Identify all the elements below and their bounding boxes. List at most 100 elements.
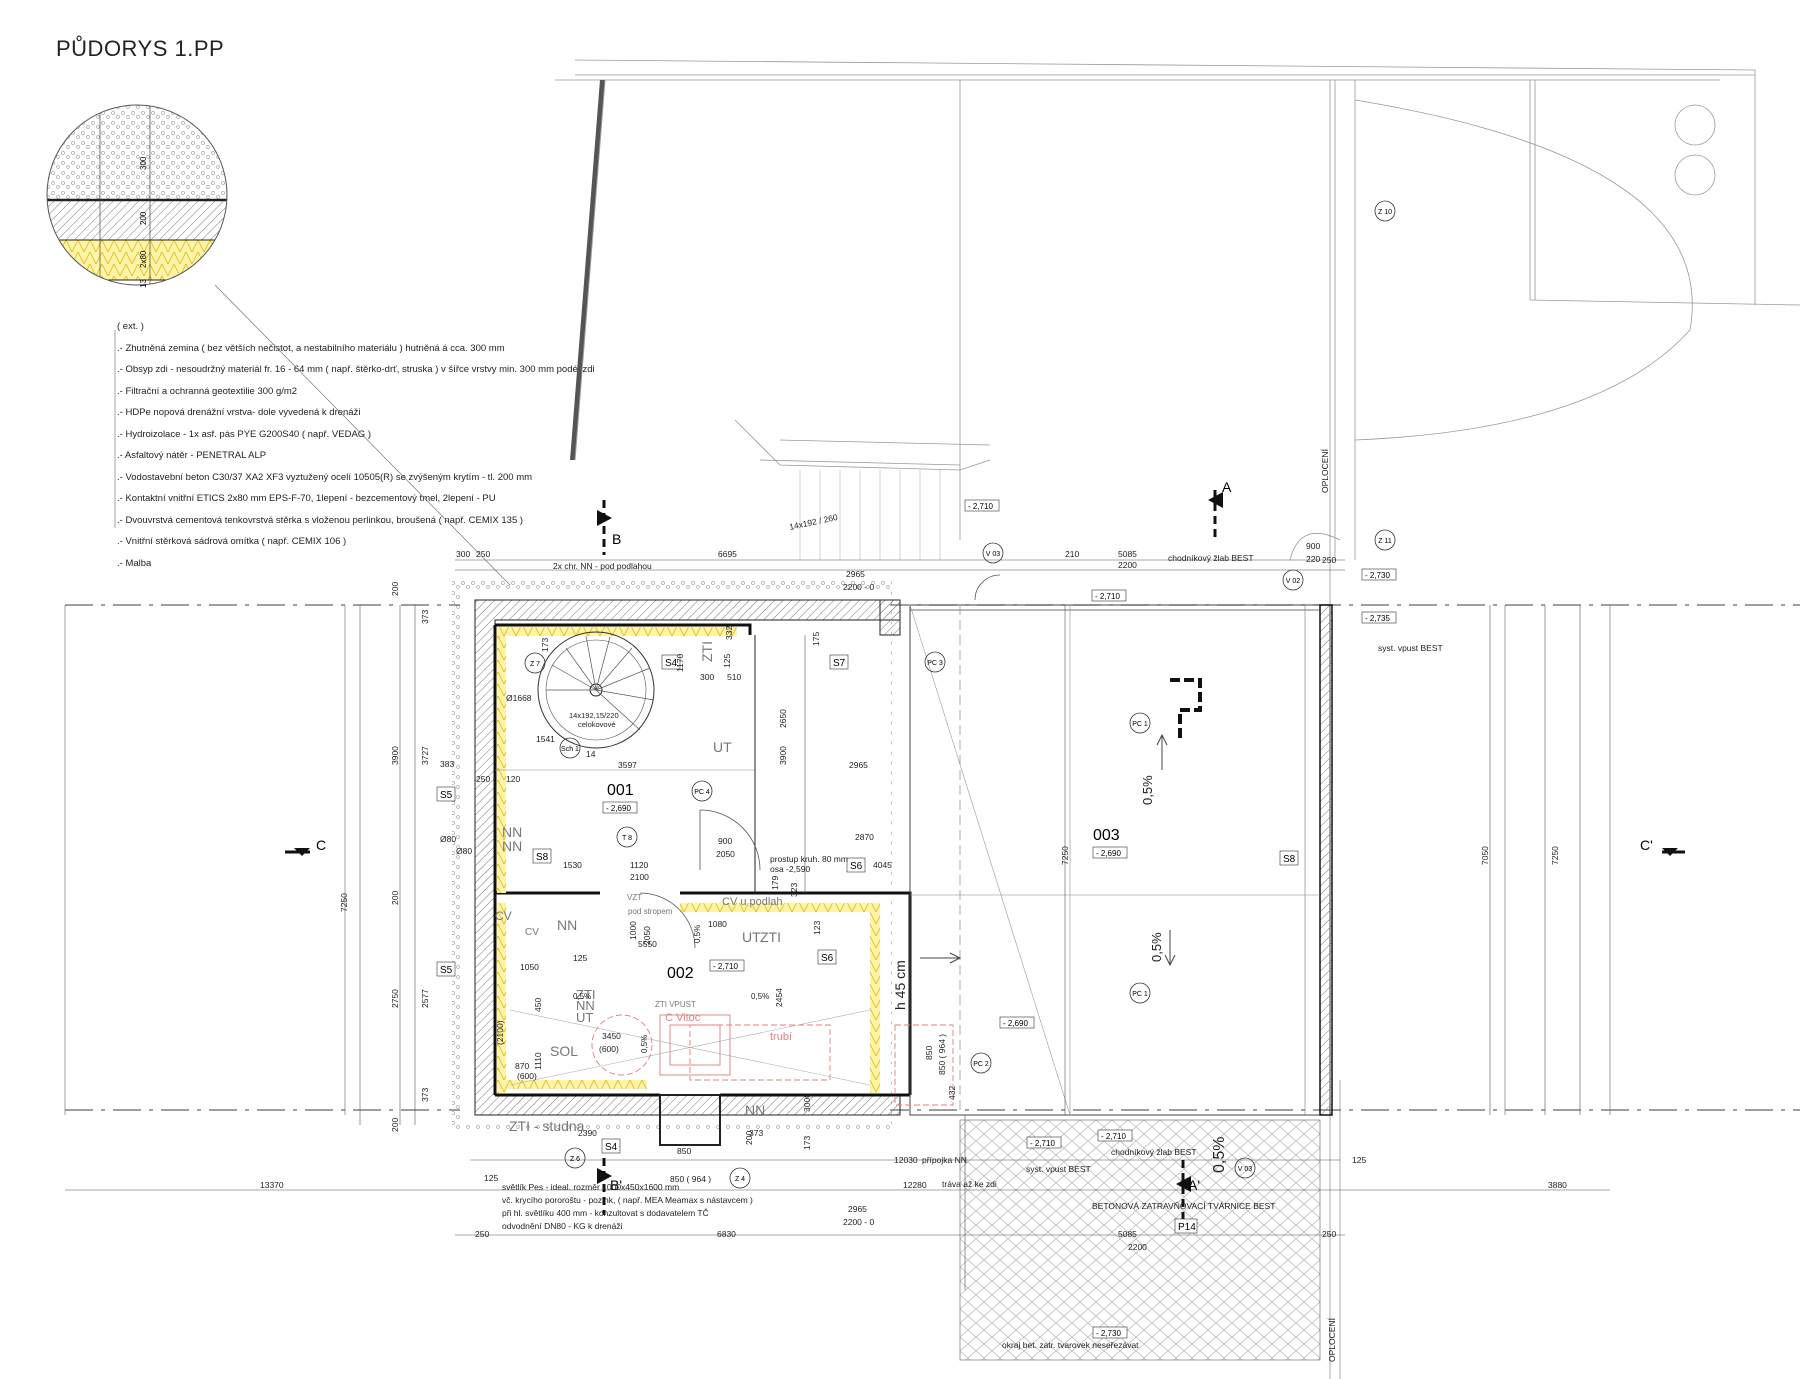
svg-text:0,5%: 0,5% [1211, 1137, 1228, 1173]
svg-text:850: 850 [924, 1046, 934, 1060]
svg-text:200: 200 [390, 891, 400, 905]
svg-text:5085: 5085 [1118, 549, 1137, 559]
room-001-number: 001 [607, 782, 634, 799]
svg-text:ZTI: ZTI [576, 987, 596, 1002]
legend-item: .- Obsyp zdi - nesoudržný materiál fr. 1… [117, 364, 595, 375]
svg-text:14x192 / 260: 14x192 / 260 [788, 512, 838, 532]
svg-text:450: 450 [533, 998, 543, 1012]
svg-text:syst. vpust BEST: syst. vpust BEST [1026, 1164, 1091, 1174]
svg-text:PC 1: PC 1 [1132, 721, 1148, 728]
svg-text:osa -2,590: osa -2,590 [770, 864, 810, 874]
svg-text:V 03: V 03 [1238, 1166, 1253, 1173]
svg-text:14x192,15/220: 14x192,15/220 [569, 711, 619, 720]
wall-detail-circle: 300 200 2x80 13 [46, 104, 228, 288]
svg-text:2050: 2050 [716, 849, 735, 859]
svg-text:Sch 1: Sch 1 [561, 746, 579, 753]
svg-text:OPLOCENÍ: OPLOCENÍ [1320, 448, 1330, 493]
svg-text:850: 850 [677, 1146, 691, 1156]
svg-text:vč. krycího pororoštu - pozink: vč. krycího pororoštu - pozink, ( např. … [502, 1195, 753, 1205]
legend-item: .- Vnitřní stěrková sádrová omítka ( nap… [117, 536, 347, 547]
svg-text:Z 7: Z 7 [530, 661, 540, 668]
svg-text:3880: 3880 [1548, 1180, 1567, 1190]
svg-text:UT: UT [713, 739, 732, 755]
svg-text:světlík Pes - ideal. rozměr 10: světlík Pes - ideal. rozměr 1000x450x160… [502, 1182, 679, 1192]
svg-text:ZTI: ZTI [699, 641, 715, 662]
svg-text:373: 373 [420, 610, 430, 624]
svg-text:125: 125 [722, 654, 732, 668]
svg-text:přípojka NN: přípojka NN [922, 1155, 967, 1165]
svg-text:PC 1: PC 1 [1132, 991, 1148, 998]
svg-text:2577: 2577 [420, 989, 430, 1008]
section-label-c-prime: C' [1640, 837, 1653, 853]
legend-header: ( ext. ) [117, 321, 144, 332]
svg-text:7050: 7050 [1480, 846, 1490, 865]
svg-text:PC 4: PC 4 [694, 789, 710, 796]
svg-text:2965: 2965 [849, 760, 868, 770]
svg-text:ZTI: ZTI [760, 929, 781, 945]
basement-walls [474, 599, 912, 1146]
svg-text:12030: 12030 [894, 1155, 918, 1165]
svg-text:S7: S7 [833, 658, 846, 669]
circle-tag-labels: Z 7 Sch 1 PC 3 PC 1 PC 4 T 8 PC 1 PC 2 Z… [530, 209, 1392, 1183]
svg-text:3727: 3727 [420, 746, 430, 765]
svg-text:220: 220 [1306, 554, 1320, 564]
svg-text:510: 510 [727, 672, 741, 682]
svg-text:Ø1668: Ø1668 [506, 693, 532, 703]
svg-text:V 02: V 02 [1286, 578, 1301, 585]
svg-text:250: 250 [476, 549, 490, 559]
svg-text:S5: S5 [440, 790, 453, 801]
legend-item: .- Hydroizolace - 1x asf. pás PYE G200S4… [117, 428, 371, 440]
site-lines [555, 59, 1800, 1379]
svg-text:12280: 12280 [903, 1180, 927, 1190]
svg-text:383: 383 [440, 759, 454, 769]
svg-text:- 2,710: - 2,710 [1101, 1132, 1126, 1141]
svg-text:3900: 3900 [778, 746, 788, 765]
svg-text:250: 250 [1322, 1229, 1336, 1239]
svg-text:S6: S6 [850, 861, 863, 872]
svg-text:1170: 1170 [675, 653, 685, 672]
svg-text:UT: UT [742, 929, 761, 945]
legend-item: .- Asfaltový nátěr - PENETRAL ALP [117, 450, 267, 461]
svg-text:VZT: VZT [627, 893, 642, 902]
svg-text:- 2,730: - 2,730 [1096, 1329, 1121, 1338]
svg-text:Z 6: Z 6 [570, 1156, 580, 1163]
svg-text:200: 200 [390, 1118, 400, 1132]
svg-text:0,5%: 0,5% [751, 992, 769, 1001]
svg-text:3900: 3900 [390, 746, 400, 765]
svg-text:UT: UT [576, 1010, 593, 1025]
svg-text:S4: S4 [605, 1142, 618, 1153]
svg-text:123: 123 [812, 921, 822, 935]
height-note: h 45 cm [892, 960, 908, 1010]
section-label-a-prime: A' [1188, 1177, 1200, 1193]
svg-text:chodníkový žlab BEST: chodníkový žlab BEST [1111, 1147, 1197, 1157]
svg-text:210: 210 [1065, 549, 1079, 559]
svg-text:0,5%: 0,5% [693, 925, 702, 943]
svg-text:1110: 1110 [533, 1052, 543, 1070]
svg-text:2750: 2750 [390, 989, 400, 1008]
svg-text:prostup kruh. 80 mm: prostup kruh. 80 mm [770, 854, 848, 864]
slope-labels: 0,5% 0,5% 0,5% 0,5% 0,5% 0,5% 0,5% [573, 775, 1228, 1173]
retaining-wall [570, 80, 605, 460]
svg-text:PC 2: PC 2 [973, 1061, 989, 1068]
section-markers: B B' A A' C C' [285, 479, 1685, 1220]
legend-item: .- Vodostavební beton C30/37 XA2 XF3 vyz… [117, 471, 533, 483]
wall-tags: S4 S7 S5 S8 S6 S6 S5 S4 S8 P14 [436, 654, 1299, 1234]
svg-text:P14: P14 [1178, 1222, 1196, 1233]
svg-text:(600): (600) [517, 1071, 537, 1081]
svg-text:179: 179 [770, 876, 780, 890]
svg-text:125: 125 [484, 1173, 498, 1183]
detail-dim: 2x80 [139, 250, 148, 268]
legend-item: .- Dvouvrstvá cementová tenkovrstvá stěr… [117, 514, 524, 526]
svg-text:3000: 3000 [802, 1093, 812, 1112]
svg-text:2965: 2965 [848, 1204, 867, 1214]
svg-text:(600): (600) [599, 1044, 619, 1054]
legend-item: .- Zhutněná zemina ( bez větších nečisto… [117, 342, 505, 354]
svg-text:PC 3: PC 3 [927, 660, 943, 667]
svg-text:0,5%: 0,5% [1149, 932, 1164, 962]
legend-item: .- Malba [117, 557, 152, 569]
svg-text:CV: CV [495, 909, 512, 923]
legend-item: .- Filtrační a ochranná geotextilie 300 … [117, 385, 298, 397]
svg-text:- 2,735: - 2,735 [1365, 614, 1390, 623]
room-002-level: - 2,710 [713, 962, 738, 971]
svg-text:125: 125 [573, 953, 587, 963]
